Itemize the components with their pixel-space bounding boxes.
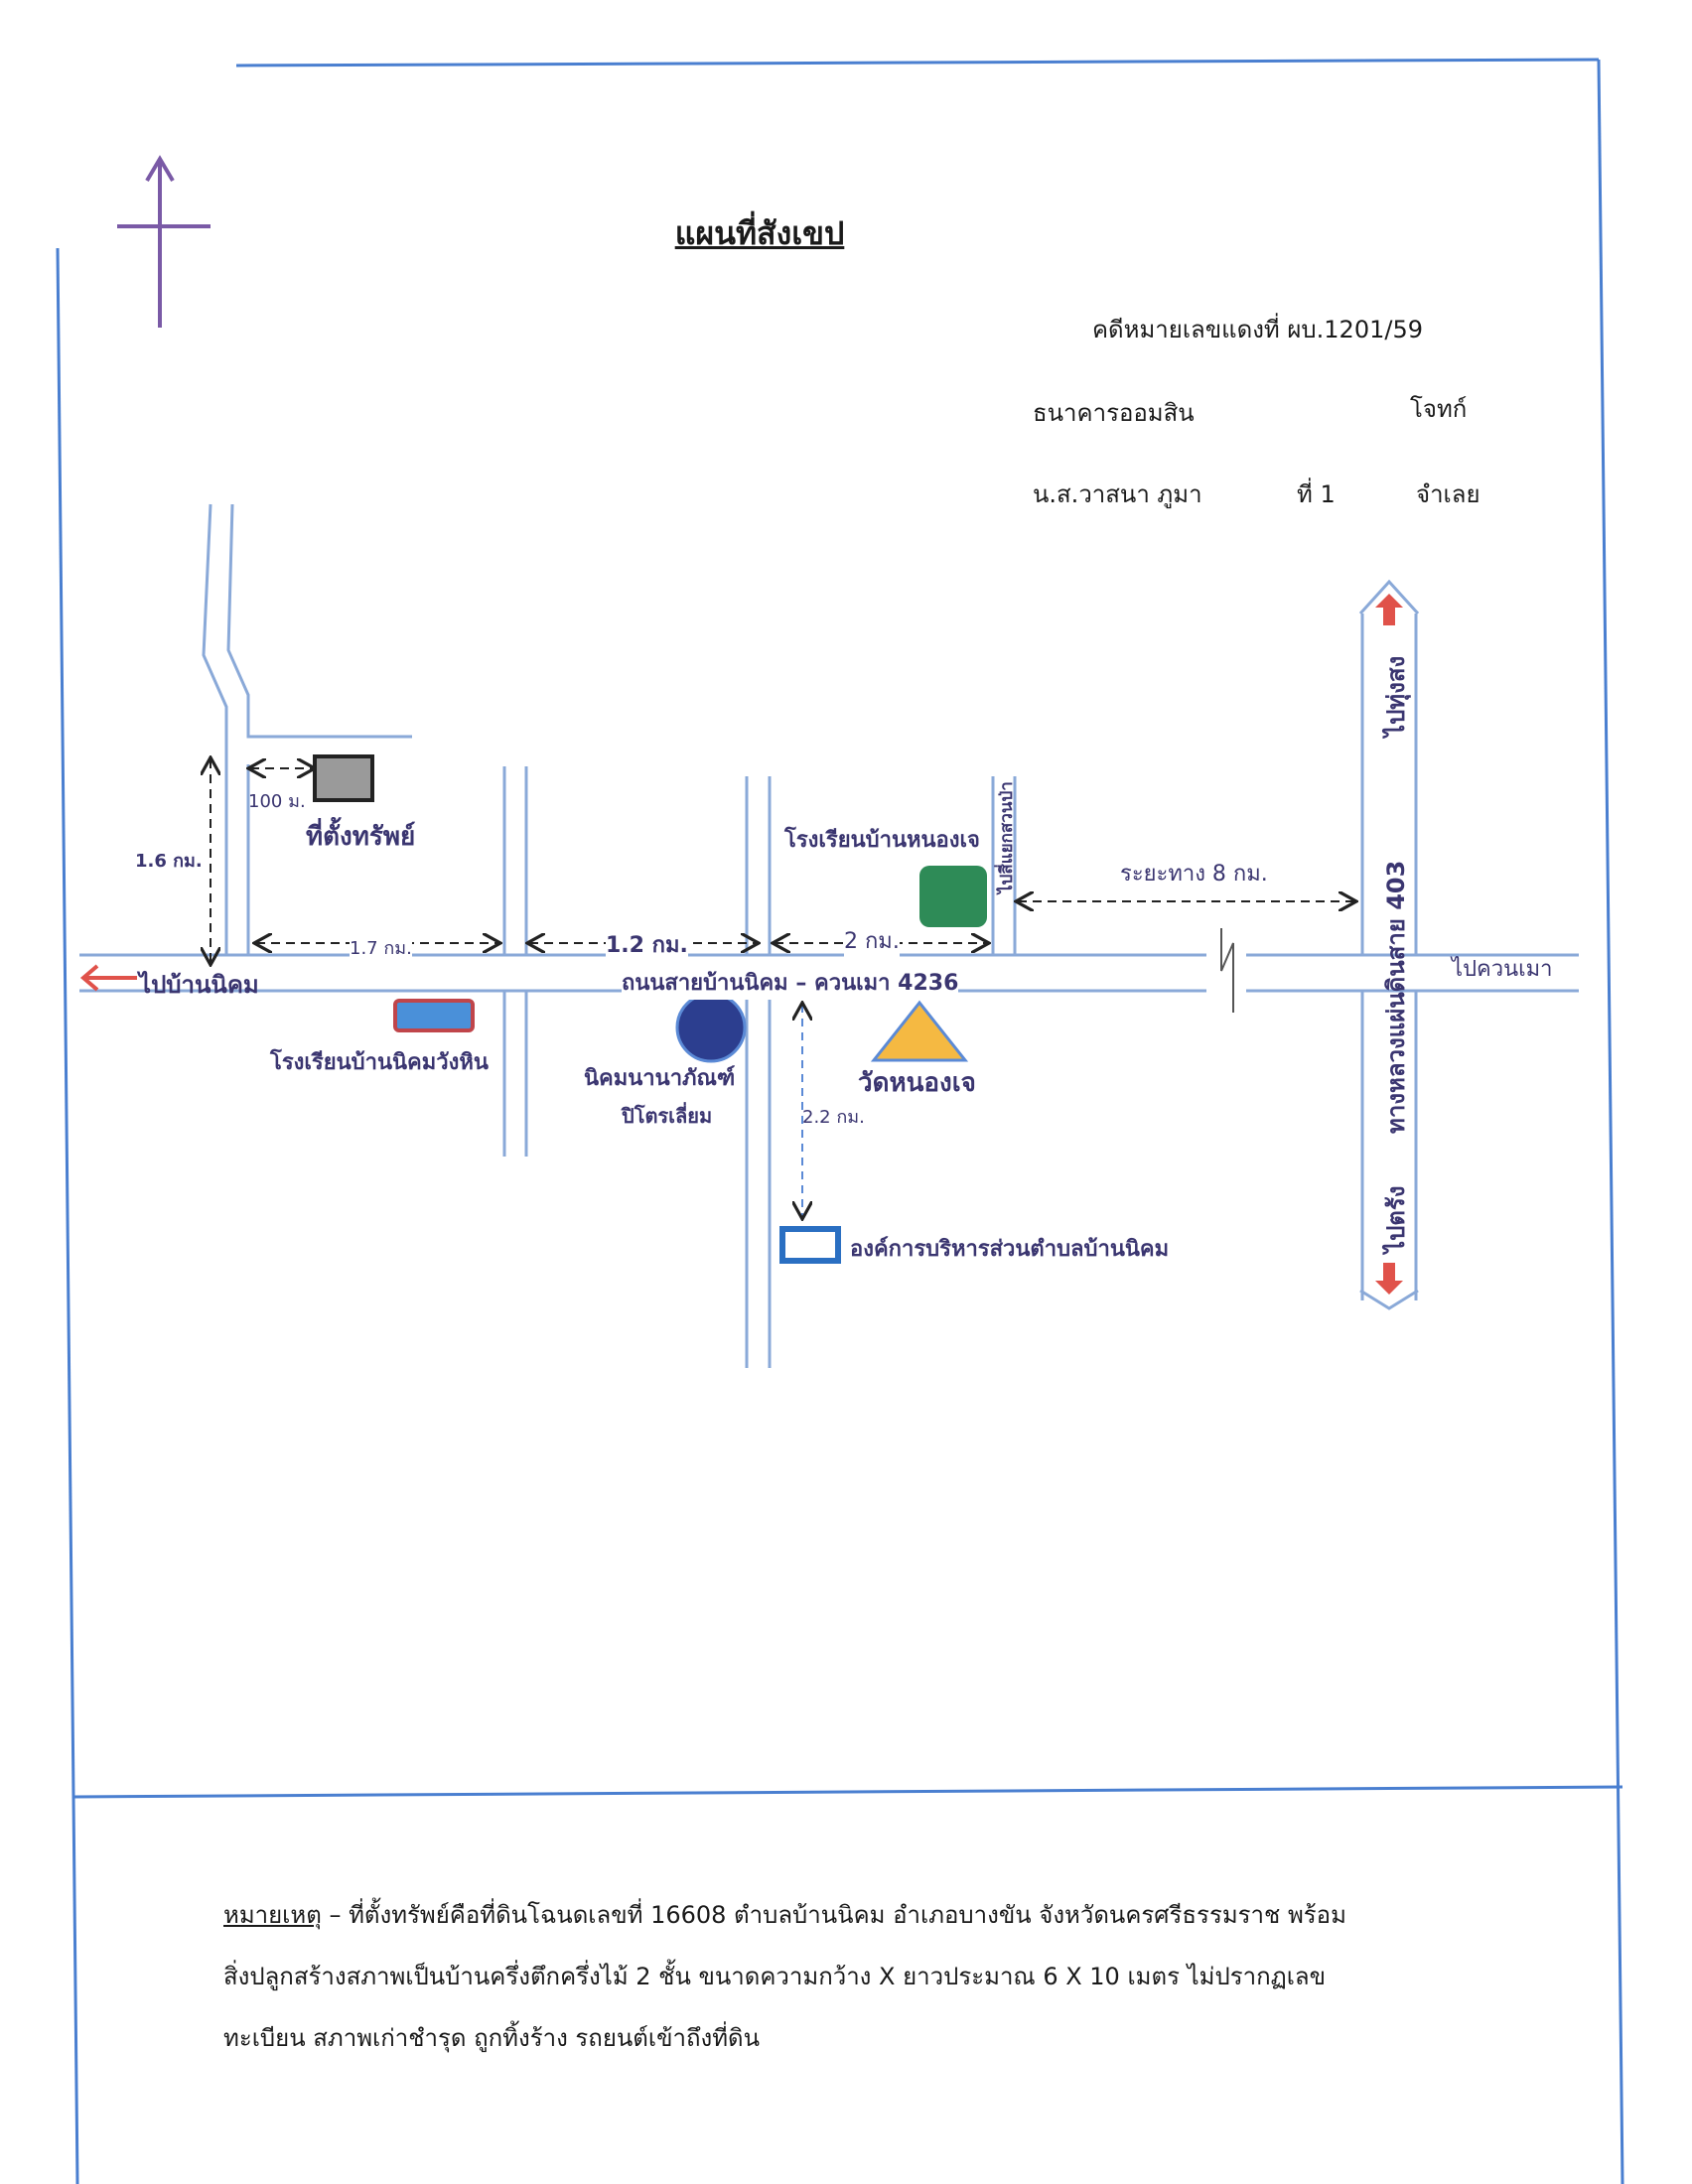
case-number: คดีหมายเลขแดงที่ ผบ.1201/59 — [1092, 316, 1423, 343]
shop-label-2: ปิโตรเลี่ยม — [622, 1104, 713, 1128]
roads — [79, 503, 1579, 1368]
north-arrow-icon — [117, 155, 211, 328]
defendant-name: น.ส.วาสนา ภูมา — [1033, 480, 1202, 508]
arrow-to-ban-nikhom-icon — [79, 964, 137, 992]
note-line-1: หมายเหตุ – ที่ตั้งทรัพย์คือที่ดินโฉนดเลข… — [223, 1884, 1544, 1946]
distance-100m: 100 ม. — [248, 791, 306, 812]
distance-1-2km: 1.2 กม. — [606, 927, 688, 962]
plaintiff-name: ธนาคารออมสิน — [1033, 399, 1195, 427]
temple-marker — [870, 1000, 969, 1062]
school-nikhom-label: โรงเรียนบ้านนิคมวังหิน — [270, 1050, 489, 1075]
distance-1-7km: 1.7 กม. — [350, 933, 412, 962]
property-label: ที่ตั้งทรัพย์ — [306, 822, 416, 852]
note-line-2: สิ่งปลูกสร้างสภาพเป็นบ้านครึ่งตึกครึ่งไม… — [223, 1963, 1327, 1990]
page-title: แผนที่สังเขป — [674, 214, 845, 252]
shop-label: นิคมนานาภัณฑ์ — [584, 1066, 736, 1091]
sao-label: องค์การบริหารส่วนตำบลบ้านนิคม — [850, 1237, 1170, 1262]
to-trang-label: ไปตรัง — [1382, 1185, 1410, 1254]
road-break-mark — [1220, 928, 1234, 1013]
note-text-1: – ที่ตั้งทรัพย์คือที่ดินโฉนดเลขที่ 16608… — [329, 1901, 1346, 1929]
note-label: หมายเหตุ — [223, 1901, 322, 1929]
note-line-3: ทะเบียน สภาพเก่าชำรุด ถูกทิ้งร้าง รถยนต์… — [223, 2024, 761, 2052]
main-road-label: ถนนสายบ้านนิคม – ควนเมา 4236 — [622, 965, 959, 1000]
school-nikhom-marker — [393, 999, 475, 1032]
distance-2-2km: 2.2 กม. — [802, 1107, 865, 1128]
temple-label: วัดหนองเจ — [858, 1068, 976, 1098]
distance-8km: ระยะทาง 8 กม. — [1120, 862, 1268, 887]
distance-2km: 2 กม. — [844, 923, 900, 958]
school-nongje-marker — [919, 866, 987, 927]
arrow-down-icon — [1359, 1263, 1419, 1310]
to-thung-song-label: ไปทุ่งสง — [1382, 655, 1410, 737]
school-nongje-label: โรงเรียนบ้านหนองเจ — [784, 828, 980, 853]
junction-label: ไปสี่แยกสวนป่า — [997, 781, 1017, 893]
page-frame — [56, 58, 1624, 2184]
highway-label: ทางหลวงแผ่นดินสาย 403 — [1382, 860, 1410, 1134]
arrow-up-icon — [1358, 579, 1420, 625]
to-khuan-mao-label: ไปควนเมา — [1452, 957, 1553, 982]
to-ban-nikhom-label: ไปบ้านนิคม — [139, 971, 259, 999]
shop-marker — [675, 992, 747, 1063]
defendant-role: จำเลย — [1416, 480, 1480, 508]
plaintiff-role: โจทก์ — [1410, 395, 1468, 423]
sao-marker — [779, 1226, 841, 1264]
defendant-number: ที่ 1 — [1297, 480, 1336, 508]
property-marker — [313, 754, 374, 802]
distance-1-6km: 1.6 กม. — [135, 851, 203, 872]
